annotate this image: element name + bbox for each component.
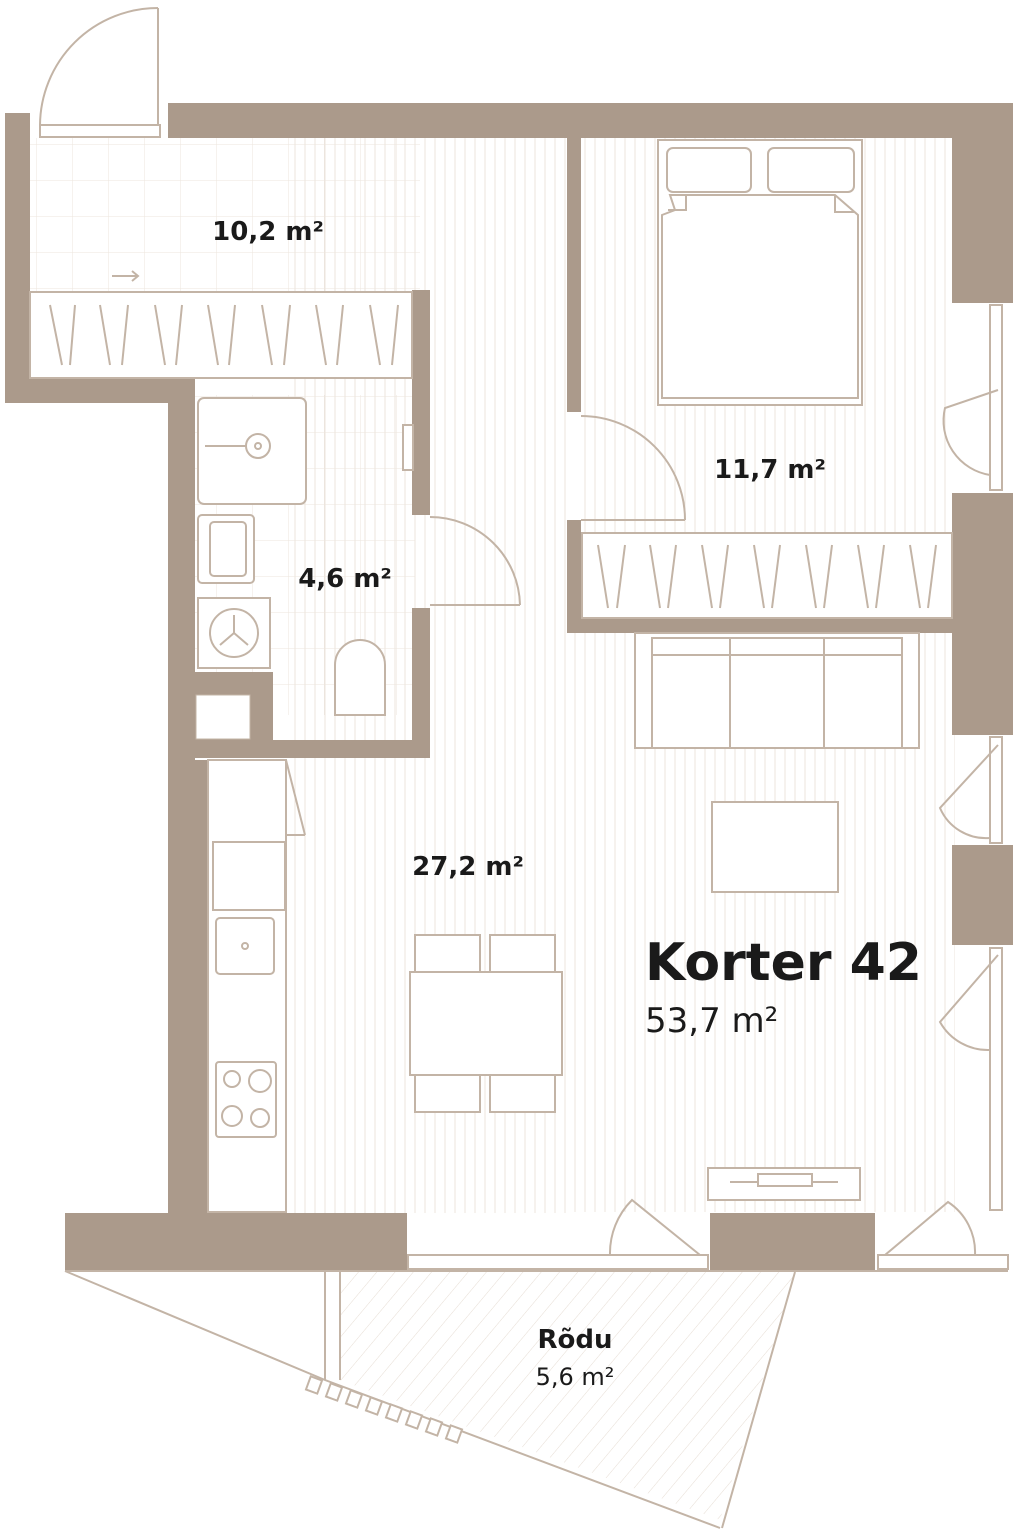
dining-table: [409, 971, 563, 1076]
walls: [5, 103, 1013, 1271]
balcony-name: Rõdu: [537, 1325, 612, 1355]
room-labels: 10,2 m² 11,7 m² 4,6 m² 27,2 m² Korter 42…: [212, 217, 922, 1391]
bathroom-fixtures: [197, 397, 414, 716]
balcony-area: 5,6 m²: [536, 1363, 615, 1391]
kitchen: [207, 759, 306, 1213]
bedroom-door: [580, 415, 686, 521]
apartment-area: 53,7 m²: [645, 1001, 778, 1041]
hall-wardrobe: [29, 270, 413, 379]
entrance-door: [39, 7, 161, 138]
apartment-name: Korter 42: [645, 933, 922, 993]
balcony: [64, 1270, 1008, 1529]
bedroom-wardrobe: [581, 532, 953, 619]
bathroom-door: [429, 516, 521, 606]
living-furniture: [634, 632, 920, 1201]
living-area: 27,2 m²: [412, 852, 524, 882]
windows: [407, 304, 1009, 1270]
balcony-floor: [340, 1272, 795, 1520]
hall-area: 10,2 m²: [212, 217, 324, 247]
dining-set: [409, 934, 563, 1113]
coffee-table: [711, 801, 839, 893]
bed: [657, 139, 863, 406]
toilet: [334, 639, 386, 716]
bedroom-area: 11,7 m²: [714, 455, 826, 485]
bathroom-area: 4,6 m²: [298, 564, 392, 594]
shaft: [195, 694, 251, 740]
